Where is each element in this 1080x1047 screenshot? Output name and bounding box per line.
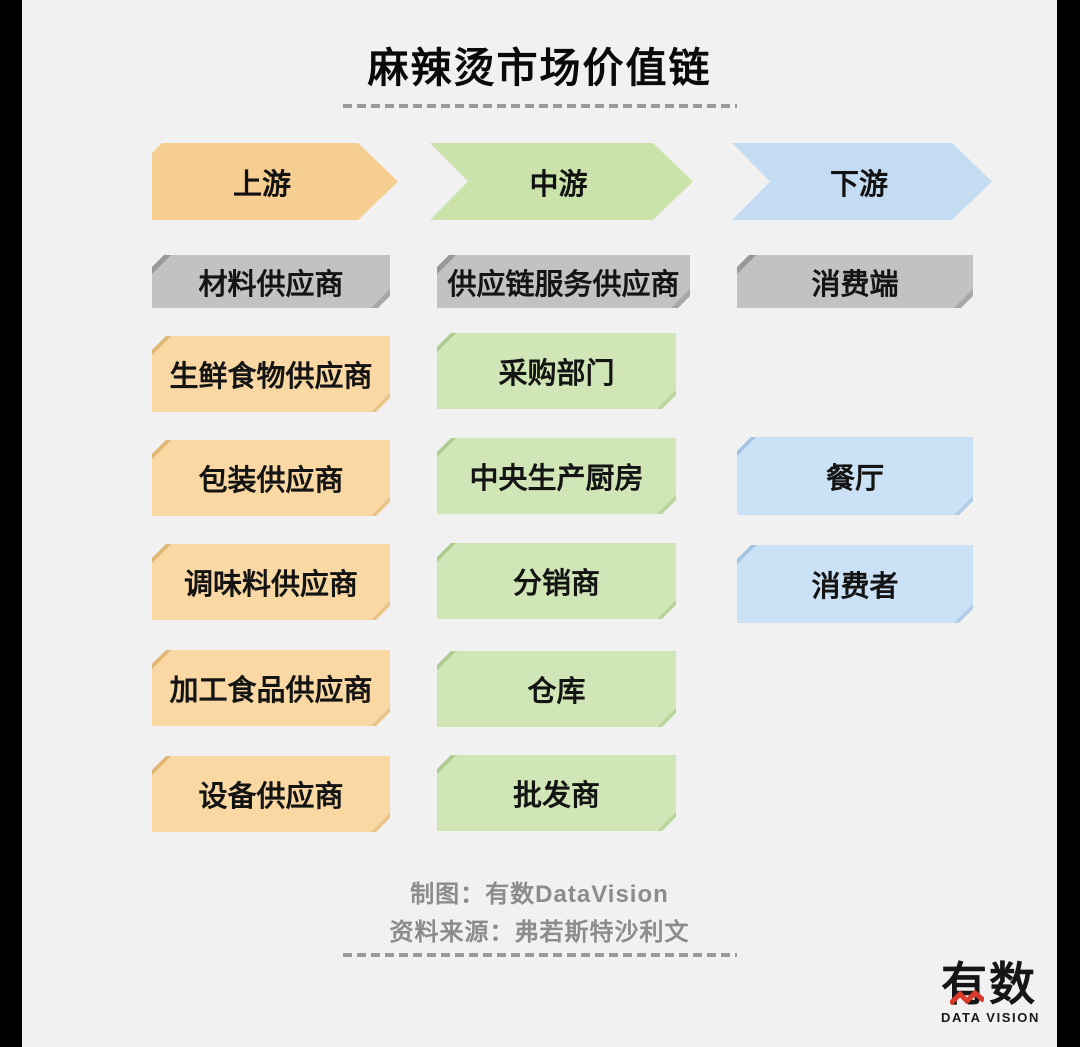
midstream-node-distributor: 分销商 bbox=[437, 543, 676, 619]
midstream-node-warehouse: 仓库 bbox=[437, 651, 676, 727]
upstream-node-packaging-supplier: 包装供应商 bbox=[152, 440, 390, 516]
downstream-node-consumer: 消费者 bbox=[737, 545, 973, 623]
category-box-supply-chain-services: 供应链服务供应商 bbox=[437, 255, 690, 308]
letterbox-bar-right bbox=[1057, 0, 1080, 1047]
upstream-node-fresh-food-supplier: 生鲜食物供应商 bbox=[152, 336, 390, 412]
stage-arrow-downstream-label: 下游 bbox=[829, 168, 888, 201]
footer-source: 资料来源：弗若斯特沙利文 bbox=[389, 919, 690, 946]
stage-arrow-upstream-label: 上游 bbox=[232, 168, 291, 201]
downstream-node-restaurant: 餐厅 bbox=[737, 437, 973, 515]
upstream-node-processed-food-supplier: 加工食品供应商 bbox=[152, 650, 390, 726]
logo-zigzag-icon bbox=[950, 990, 984, 1006]
stage-arrow-upstream: 上游 bbox=[152, 143, 398, 220]
footer-credit: 制图：有数DataVision bbox=[410, 881, 669, 908]
logo-subtitle: DATA VISION bbox=[941, 1010, 1040, 1026]
category-box-consumer-side: 消费端 bbox=[737, 255, 973, 308]
category-box-materials: 材料供应商 bbox=[152, 255, 390, 308]
stage-arrow-downstream: 下游 bbox=[732, 143, 992, 220]
footer-divider bbox=[343, 953, 737, 957]
datavision-logo: 有数 DATA VISION bbox=[941, 960, 1057, 1026]
title-divider bbox=[343, 104, 737, 108]
stage-arrow-midstream: 中游 bbox=[430, 143, 693, 220]
page-title: 麻辣烫市场价值链 bbox=[367, 45, 712, 91]
midstream-node-wholesaler: 批发商 bbox=[437, 755, 676, 831]
upstream-node-seasoning-supplier: 调味料供应商 bbox=[152, 544, 390, 620]
midstream-node-central-kitchen: 中央生产厨房 bbox=[437, 438, 676, 514]
midstream-node-procurement-dept: 采购部门 bbox=[437, 333, 676, 409]
letterbox-bar-left bbox=[0, 0, 22, 1047]
stage-arrow-midstream-label: 中游 bbox=[529, 168, 588, 201]
upstream-node-equipment-supplier: 设备供应商 bbox=[152, 756, 390, 832]
